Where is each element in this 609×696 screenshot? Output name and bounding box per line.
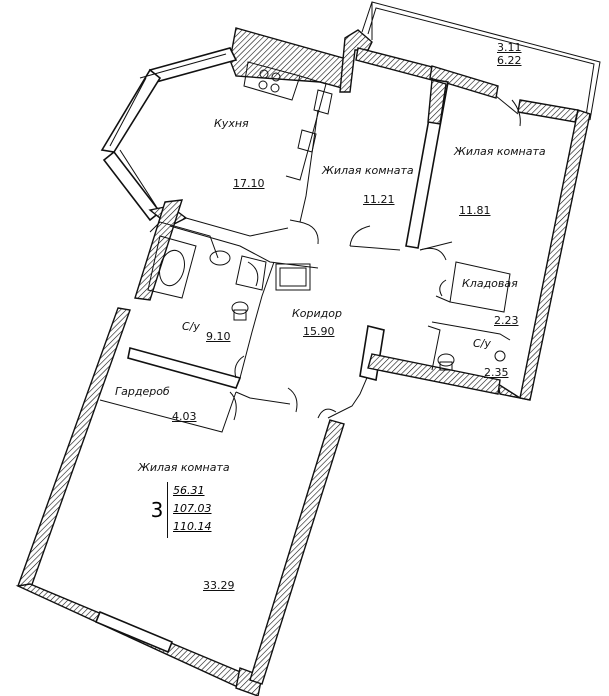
bath2-fixtures — [437, 350, 506, 371]
balcony-area-bottom: 6.22 — [497, 54, 522, 67]
living2-area: 11.81 — [459, 204, 491, 217]
living1-label: Жилая комната — [322, 164, 414, 177]
wardrobe-label: Гардероб — [115, 385, 170, 398]
corridor-label: Коридор — [292, 307, 342, 320]
total-area: 107.03 — [173, 502, 212, 515]
area-summary: 3 56.31 107.03 110.14 — [147, 482, 225, 538]
balcony — [361, 1, 601, 121]
kitchen-counter — [243, 61, 333, 181]
total-area-with-balcony: 110.14 — [173, 520, 212, 533]
living3-area: 33.29 — [203, 579, 235, 592]
bathtub — [147, 235, 197, 299]
storage-area: 2.23 — [494, 314, 519, 327]
wardrobe-area: 4.03 — [172, 410, 197, 423]
bath1-area: 9.10 — [206, 330, 231, 343]
living2-label: Жилая комната — [454, 145, 546, 158]
kitchen-area: 17.10 — [233, 177, 265, 190]
living1-area: 11.21 — [363, 193, 395, 206]
living3-label: Жилая комната — [138, 461, 230, 474]
bath1-fixtures — [209, 250, 311, 321]
kitchen-label: Кухня — [214, 117, 249, 130]
bath2-label: С/у — [473, 337, 491, 350]
bath2-area: 2.35 — [484, 366, 509, 379]
interior-walls — [99, 79, 521, 433]
balcony-area-top: 3.11 — [497, 41, 522, 54]
exterior-walls — [15, 27, 591, 696]
bath1-label: С/у — [182, 320, 200, 333]
storage-label: Кладовая — [462, 277, 518, 290]
corridor-area: 15.90 — [303, 325, 335, 338]
living-area-total: 56.31 — [173, 484, 205, 497]
rooms-count: 3 — [147, 482, 168, 538]
